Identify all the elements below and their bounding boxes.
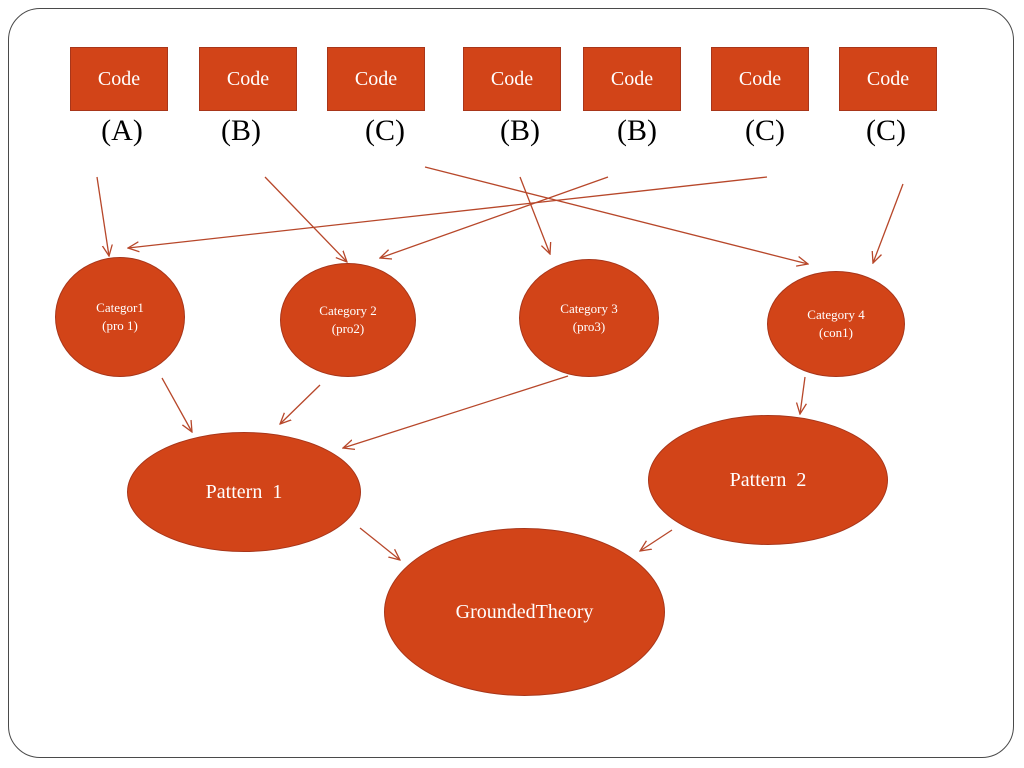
arrow-codeB-to-category2: [264, 176, 347, 262]
code-box-5: Code: [583, 47, 681, 111]
category-title: Category 3: [560, 301, 618, 316]
pattern-label: Pattern 2: [729, 468, 807, 491]
code-tag-7: (C): [866, 114, 906, 147]
code-box-7: Code: [839, 47, 937, 111]
arrow-pattern1-to-theory: [359, 527, 400, 560]
arrow-codeB-to-category3: [519, 176, 550, 254]
code-box-6: Code: [711, 47, 809, 111]
arrow-category4-to-pattern2: [800, 376, 805, 414]
code-tag-4: (B): [500, 114, 540, 147]
code-label: Code: [738, 67, 782, 90]
code-box-2: Code: [199, 47, 297, 111]
arrow-category2-to-pattern1: [280, 384, 321, 424]
code-tag-3: (C): [365, 114, 405, 147]
grounded-theory-label: GroundedTheory: [455, 600, 594, 623]
arrow-codeC-to-category1-cross: [128, 176, 768, 248]
category-subtitle: (pro2): [331, 321, 365, 336]
code-label: Code: [866, 67, 910, 90]
code-box-1: Code: [70, 47, 168, 111]
arrow-category1-to-pattern1: [161, 377, 192, 432]
arrow-codeA-to-category1: [96, 176, 109, 256]
code-box-4: Code: [463, 47, 561, 111]
code-box-3: Code: [327, 47, 425, 111]
category-node-4: Category 4 (con1): [767, 271, 905, 377]
code-label: Code: [490, 67, 534, 90]
arrow-category3-to-pattern1: [343, 375, 569, 448]
pattern-label: Pattern 1: [205, 480, 283, 503]
code-label: Code: [354, 67, 398, 90]
pattern-node-1: Pattern 1: [127, 432, 361, 552]
arrow-codeB-to-category2-cross: [380, 176, 609, 258]
code-tag-6: (C): [745, 114, 785, 147]
code-label: Code: [610, 67, 654, 90]
arrow-pattern2-to-theory: [640, 529, 673, 551]
category-node-1: Categor1 (pro 1): [55, 257, 185, 377]
category-subtitle: (con1): [819, 325, 853, 340]
arrow-codeC-to-category4: [873, 183, 904, 263]
code-tag-2: (B): [221, 114, 261, 147]
code-tag-1: (A): [101, 114, 143, 147]
code-label: Code: [97, 67, 141, 90]
category-subtitle: (pro 1): [102, 318, 138, 333]
category-subtitle: (pro3): [572, 319, 606, 334]
code-tag-5: (B): [617, 114, 657, 147]
category-title: Categor1: [96, 300, 144, 315]
code-label: Code: [226, 67, 270, 90]
category-title: Category 4: [807, 307, 865, 322]
pattern-node-2: Pattern 2: [648, 415, 888, 545]
arrow-codeC-to-category4: [424, 166, 808, 264]
category-node-2: Category 2 (pro2): [280, 263, 416, 377]
category-node-3: Category 3 (pro3): [519, 259, 659, 377]
category-title: Category 2: [319, 303, 377, 318]
grounded-theory-node: GroundedTheory: [384, 528, 665, 696]
